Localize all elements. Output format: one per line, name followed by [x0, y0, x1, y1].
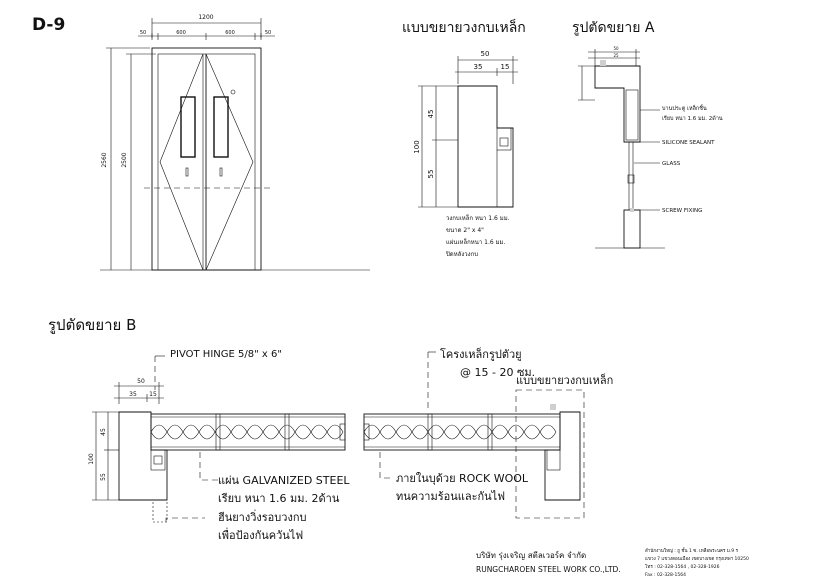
door-elevation: 1200 50 600 600 50 2560 2500	[100, 14, 370, 271]
galvanized-label-1: แผ่น GALVANIZED STEEL	[218, 474, 350, 487]
galvanized-label-3: ฮีนยางวิ่งรอบวงกบ	[218, 509, 307, 524]
section-b-dim-height-2: 55	[100, 473, 107, 481]
section-b-dim-height-1: 45	[100, 428, 107, 436]
section-b-dim-height: 100	[88, 453, 95, 465]
dim-height-inner: 2500	[121, 152, 128, 167]
frame-dim-height-2: 55	[427, 170, 435, 179]
section-b-frame-label: แบบขยายวงกบเหล็ก	[516, 373, 613, 387]
frame-note-1: วงกบเหล็ก หนา 1.6 มม.	[446, 213, 510, 222]
section-b: รูปตัดขยาย B PIVOT HINGE 5/8" x 6" 50 35…	[48, 316, 613, 542]
section-a-dim-2: 25	[613, 53, 619, 58]
address-line-4: Fax : 02-328-1564	[645, 572, 686, 578]
address-line-2: แขวง 7 แขวงดอนเมือง เขตบางเขต กรุงเทพฯ 1…	[645, 555, 749, 562]
steel-frame-label-2: @ 15 - 20 ซม.	[460, 366, 535, 379]
section-a-label-1: บานประตู เหล็กชิ้น	[662, 104, 707, 112]
frame-dim-part-2: 15	[501, 63, 510, 71]
frame-note-3: แผ่นเหล็กหนา 1.6 มม.	[446, 237, 505, 246]
section-a-label-2: เรียบ หนา 1.6 มม. 2ด้าน	[662, 115, 723, 122]
frame-dim-width: 50	[481, 50, 490, 58]
steel-frame-label-1: โครงเหล็กรูปตัวยู	[440, 347, 522, 361]
company-name-th: บริษัท รุ่งเจริญ สตีลเวอร์ค จำกัด	[476, 550, 586, 560]
address-line-3: โทร : 02-328-1564 , 02-328-1926	[645, 563, 720, 570]
company-name-en: RUNGCHAROEN STEEL WORK CO.,LTD.	[476, 565, 621, 574]
frame-detail-title: แบบขยายวงกบเหล็ก	[402, 18, 526, 36]
dim-width-3: 600	[225, 30, 235, 36]
title-block: บริษัท รุ่งเจริญ สตีลเวอร์ค จำกัด RUNGCH…	[476, 547, 749, 578]
frame-dim-part-1: 35	[474, 63, 483, 71]
section-a-title: รูปตัดขยาย A	[572, 20, 655, 36]
section-a-label-screw: SCREW FIXING	[662, 208, 702, 214]
section-a: รูปตัดขยาย A 50 25 บานประตู เหล็กชิ้น เร…	[572, 20, 723, 249]
section-a-label-sealant: SILICONE SEALANT	[662, 140, 715, 146]
dim-width-1: 50	[140, 30, 146, 36]
dim-width-4: 50	[265, 30, 271, 36]
dim-width-2: 600	[176, 30, 186, 36]
frame-dim-height: 100	[413, 140, 421, 153]
dim-height-outer: 2560	[101, 152, 108, 167]
sheet-code: D-9	[32, 15, 65, 35]
frame-note-4: ปิดหลังวงกบ	[445, 251, 478, 258]
address-line-1: สำนักงานใหญ่ : ถู ชั้น 1 ซ. เหลือพระนคร …	[645, 547, 739, 554]
section-a-dim-1: 50	[613, 46, 619, 51]
frame-note-2: ขนาด 2" x 4"	[446, 227, 484, 234]
rockwool-label-2: ทนความร้อนและกันไฟ	[396, 490, 505, 503]
section-b-dim-part-1: 35	[129, 391, 137, 398]
section-b-dim-part-2: 15	[149, 391, 157, 398]
dim-overall-width: 1200	[198, 14, 213, 21]
section-b-dim-width: 50	[137, 378, 145, 385]
frame-detail: แบบขยายวงกบเหล็ก 50 35 15 100 45 55 วงกบ…	[402, 18, 526, 258]
section-a-label-glass: GLASS	[662, 161, 681, 167]
frame-dim-height-1: 45	[427, 110, 435, 119]
section-b-title: รูปตัดขยาย B	[48, 316, 136, 334]
rockwool-label-1: ภายในบุด้วย ROCK WOOL	[396, 472, 529, 485]
galvanized-label-4: เพื่อป้องกันควันไฟ	[218, 527, 303, 542]
pivot-hinge-label: PIVOT HINGE 5/8" x 6"	[170, 349, 282, 360]
galvanized-label-2: เรียบ หนา 1.6 มม. 2ด้าน	[218, 492, 340, 505]
